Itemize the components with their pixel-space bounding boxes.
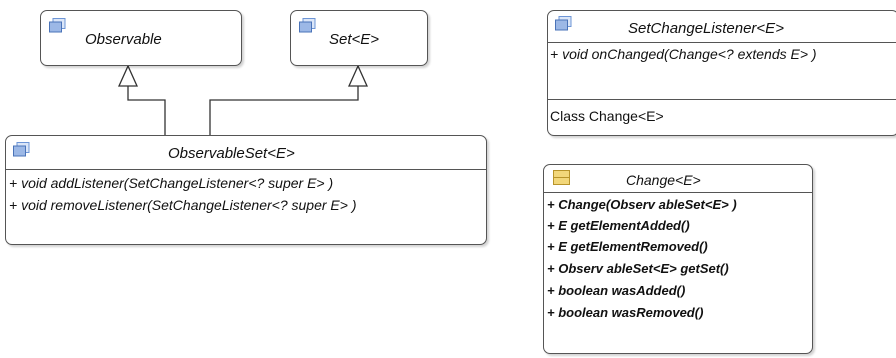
class-name: ObservableSet<E> bbox=[168, 145, 295, 162]
set-interface-box[interactable]: Set<E> bbox=[290, 10, 428, 66]
class-name: Set<E> bbox=[329, 31, 380, 48]
operation: + E getElementAdded() bbox=[547, 218, 690, 233]
inheritance-line-observable bbox=[127, 66, 166, 135]
interface-icon bbox=[555, 16, 572, 31]
operation: + Observ ableSet<E> getSet() bbox=[547, 261, 729, 276]
compartment-separator bbox=[6, 169, 486, 170]
operation: + boolean wasAdded() bbox=[547, 283, 686, 298]
class-name: SetChangeListener<E> bbox=[628, 20, 784, 37]
operation: + E getElementRemoved() bbox=[547, 239, 708, 254]
operation: + void addListener(SetChangeListener<? s… bbox=[9, 175, 334, 191]
operation: + boolean wasRemoved() bbox=[547, 305, 704, 320]
operation: + Change(Observ ableSet<E> ) bbox=[547, 197, 737, 212]
interface-icon bbox=[13, 142, 30, 157]
compartment-separator bbox=[548, 99, 896, 100]
operation: + void removeListener(SetChangeListener<… bbox=[9, 197, 357, 213]
nested-class: Class Change<E> bbox=[550, 108, 664, 124]
inheritance-arrowhead-observable bbox=[117, 64, 139, 87]
set-change-listener-interface-box[interactable]: SetChangeListener<E> + void onChanged(Ch… bbox=[547, 10, 896, 136]
class-name: Observable bbox=[85, 31, 162, 48]
compartment-separator bbox=[544, 192, 812, 193]
interface-icon bbox=[299, 18, 316, 33]
operation: + void onChanged(Change<? extends E> ) bbox=[550, 46, 817, 62]
observable-interface-box[interactable]: Observable bbox=[40, 10, 242, 66]
inheritance-line-set bbox=[209, 66, 359, 135]
class-name: Change<E> bbox=[626, 172, 701, 188]
compartment-separator bbox=[548, 42, 896, 43]
class-icon bbox=[553, 170, 570, 185]
observable-set-interface-box[interactable]: ObservableSet<E> + void addListener(SetC… bbox=[5, 135, 487, 245]
change-class-box[interactable]: Change<E> + Change(Observ ableSet<E> ) +… bbox=[543, 164, 813, 354]
inheritance-arrowhead-set bbox=[347, 64, 369, 87]
interface-icon bbox=[49, 18, 66, 33]
